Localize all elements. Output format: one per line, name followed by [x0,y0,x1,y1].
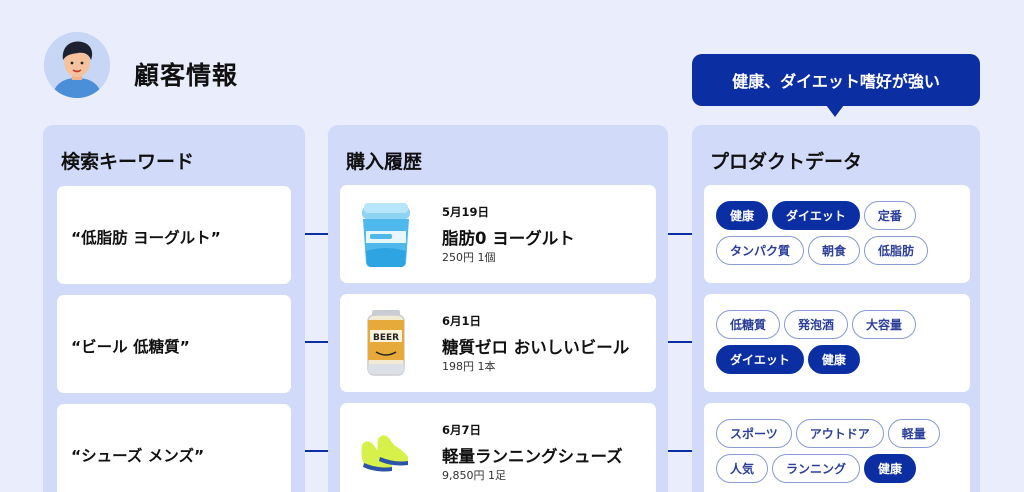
price-quantity: 250円 1個 [442,251,496,264]
product-data-panel: プロダクトデータ 健康 ダイエット 定番 タンパク質 朝食 低脂肪 低糖質 発泡… [692,125,980,492]
product-tag[interactable]: 大容量 [852,310,917,339]
page-title: 顧客情報 [134,61,239,90]
product-tag[interactable]: 健康 [864,454,917,483]
keyword-text: “ビール 低糖質” [71,338,190,356]
product-tag[interactable]: ダイエット [772,201,860,230]
purchase-history-panel: 購入履歴 5月19日 脂肪0 ヨーグルト 250円 1個 BEER 6月1日 糖… [328,125,668,492]
product-tag[interactable]: ダイエット [716,345,804,374]
callout-pointer [826,105,844,117]
product-tag-card: 低糖質 発泡酒 大容量 ダイエット 健康 [704,294,970,392]
connector-line [656,450,704,452]
product-tag-card: スポーツ アウトドア 軽量 人気 ランニング 健康 [704,403,970,492]
product-tag[interactable]: アウトドア [795,419,884,448]
product-tag[interactable]: 健康 [716,201,769,230]
product-name: 軽量ランニングシューズ [442,447,623,466]
product-tag[interactable]: スポーツ [716,419,792,448]
purchase-date: 6月1日 [442,314,482,328]
customer-avatar [44,32,110,98]
product-tag[interactable]: 軽量 [887,419,940,448]
purchase-date: 6月7日 [442,423,482,437]
connector-line [656,341,704,343]
connector-line [656,233,704,235]
panel-title: 購入履歴 [346,151,423,173]
product-tag[interactable]: 発泡酒 [784,310,849,339]
product-tag[interactable]: タンパク質 [716,236,805,265]
product-tag[interactable]: 健康 [807,345,860,374]
price-quantity: 9,850円 1足 [442,469,506,482]
product-tag[interactable]: ランニング [772,454,861,483]
can-label: BEER [373,333,399,343]
purchase-card[interactable]: BEER 6月1日 糖質ゼロ おいしいビール 198円 1本 [340,294,656,392]
product-tag-card: 健康 ダイエット 定番 タンパク質 朝食 低脂肪 [704,185,970,283]
keyword-card[interactable]: “低脂肪 ヨーグルト” [57,186,291,284]
keyword-text: “低脂肪 ヨーグルト” [71,229,221,247]
beer-can-icon: BEER [367,310,405,376]
keyword-text: “シューズ メンズ” [71,447,205,465]
product-tag[interactable]: 定番 [863,201,916,230]
search-keywords-panel: 検索キーワード “低脂肪 ヨーグルト” “ビール 低糖質” “シューズ メンズ” [43,125,305,492]
connector-line [293,233,340,235]
tag-list: 健康 ダイエット 定番 タンパク質 朝食 低脂肪 [716,201,966,265]
person-icon [44,32,110,98]
insight-callout: 健康、ダイエット嗜好が強い [692,54,980,106]
sneakers-icon [361,435,408,472]
product-name: 脂肪0 ヨーグルト [442,229,575,248]
keyword-card[interactable]: “シューズ メンズ” [57,404,291,492]
purchase-card[interactable]: 5月19日 脂肪0 ヨーグルト 250円 1個 [340,185,656,283]
price-quantity: 198円 1本 [442,360,496,373]
purchase-date: 5月19日 [442,205,490,219]
yogurt-icon [362,203,410,267]
keyword-card[interactable]: “ビール 低糖質” [57,295,291,393]
tag-list: 低糖質 発泡酒 大容量 ダイエット 健康 [716,310,966,374]
product-tag[interactable]: 朝食 [808,236,861,265]
product-tag[interactable]: 低糖質 [716,310,781,339]
panel-title: 検索キーワード [61,151,195,173]
product-tag[interactable]: 人気 [716,454,769,483]
tag-list: スポーツ アウトドア 軽量 人気 ランニング 健康 [716,419,966,483]
panel-title: プロダクトデータ [710,151,863,173]
product-name: 糖質ゼロ おいしいビール [442,338,630,357]
connector-line [293,341,340,343]
product-tag[interactable]: 低脂肪 [864,236,929,265]
connector-line [293,450,340,452]
purchase-card[interactable]: 6月7日 軽量ランニングシューズ 9,850円 1足 [340,403,656,492]
